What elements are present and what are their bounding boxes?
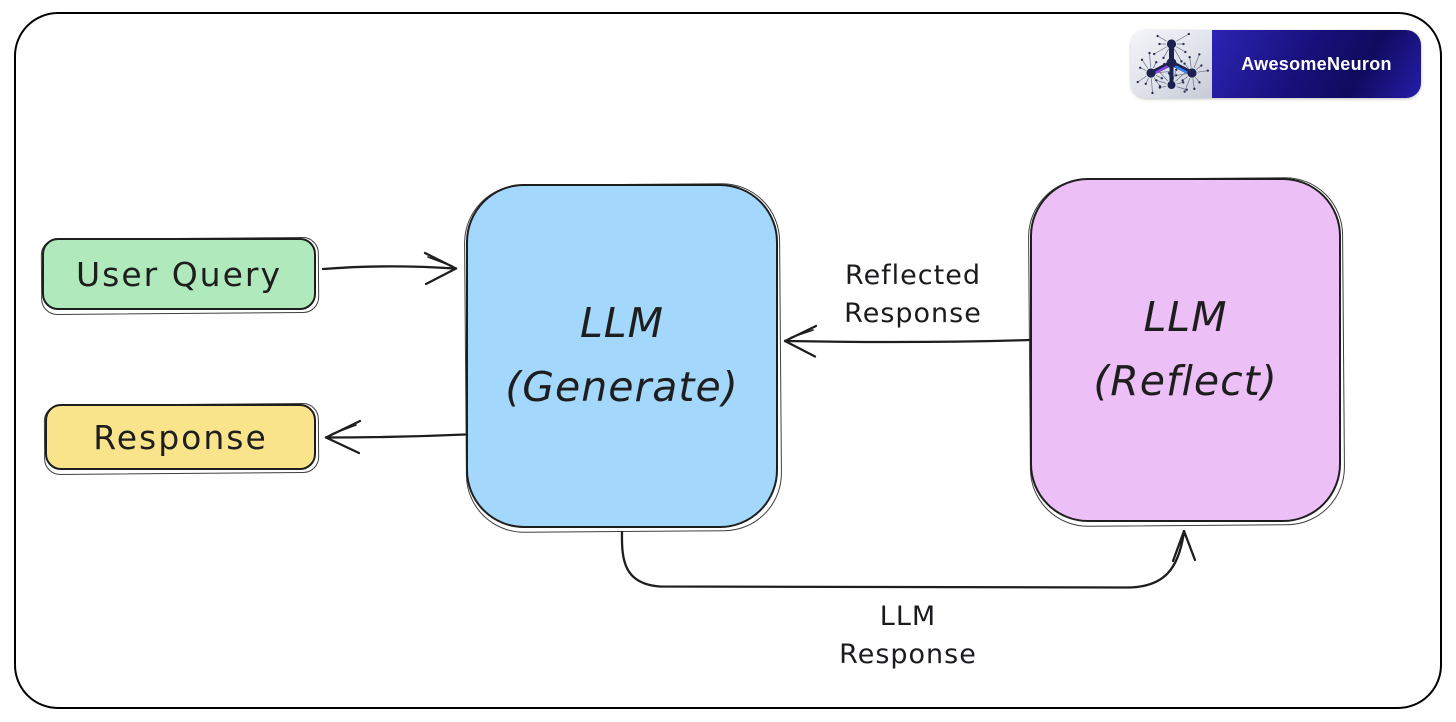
edge-label-llm-response-line2: Response (839, 639, 977, 670)
node-response-label: Response (93, 417, 268, 457)
neuron-network-graphic (1136, 32, 1209, 95)
brand-name-panel: AwesomeNeuron (1212, 30, 1421, 98)
node-llm-generate-line1: LLM (579, 299, 665, 348)
neuron-logo-icon (1131, 30, 1212, 98)
edge-label-reflected-response: Reflected Response (763, 257, 1063, 333)
node-llm-generate-label: LLM (Generate) (505, 292, 738, 419)
node-llm-generate: LLM (Generate) (466, 184, 778, 528)
node-response: Response (45, 404, 316, 470)
edge-label-reflected-line1: Reflected (845, 260, 981, 291)
node-llm-reflect-label: LLM (Reflect) (1093, 286, 1277, 413)
node-llm-reflect: LLM (Reflect) (1030, 178, 1341, 522)
edge-label-llm-response: LLM Response (758, 598, 1058, 674)
edge-label-reflected-line2: Response (844, 298, 982, 329)
brand-name: AwesomeNeuron (1241, 53, 1392, 74)
node-llm-reflect-line2: (Reflect) (1093, 357, 1278, 405)
node-llm-reflect-line1: LLM (1143, 293, 1228, 342)
node-user-query: User Query (42, 238, 316, 310)
edge-label-llm-response-line1: LLM (879, 601, 937, 632)
node-user-query-label: User Query (76, 254, 282, 294)
node-llm-generate-line2: (Generate) (505, 363, 739, 411)
brand-logo: AwesomeNeuron (1131, 30, 1421, 98)
